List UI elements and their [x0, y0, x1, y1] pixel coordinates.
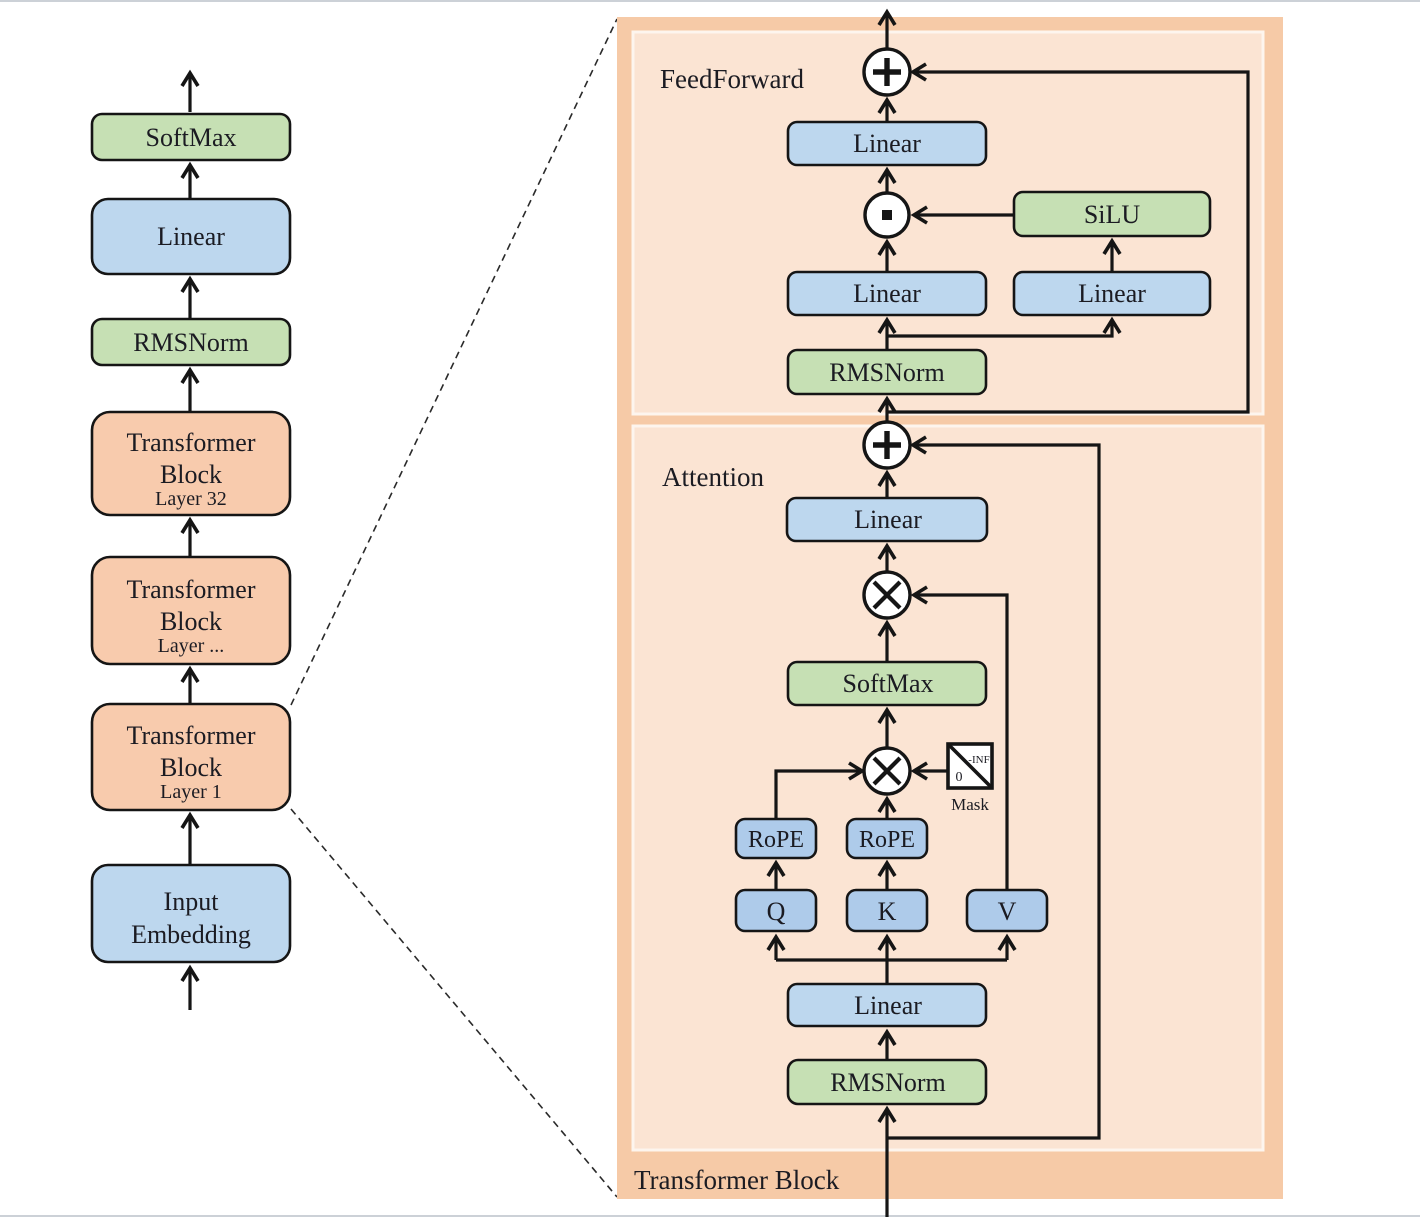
mask-label: Mask	[951, 795, 989, 814]
mask-neg-inf-label: -INF	[968, 754, 989, 766]
transformer-block-layer1: Transformer Block Layer 1	[90, 702, 292, 812]
softmax-label: SoftMax	[146, 123, 237, 152]
svg-text:Transformer: Transformer	[126, 721, 255, 750]
svg-text:Block: Block	[160, 753, 222, 782]
svg-text:Linear: Linear	[854, 505, 922, 534]
q-box: Q	[734, 888, 818, 933]
svg-text:V: V	[998, 897, 1017, 926]
elementwise-product-icon	[863, 191, 911, 239]
linear-label: Linear	[157, 222, 225, 251]
svg-text:RMSNorm: RMSNorm	[830, 1068, 946, 1097]
svg-text:Linear: Linear	[854, 991, 922, 1020]
matmul-icon	[862, 746, 912, 796]
ff-branch-wire	[887, 316, 1122, 338]
rope-q-box: RoPE	[734, 817, 818, 860]
attn-residual-wire	[887, 435, 1101, 1140]
svg-text:Linear: Linear	[853, 129, 921, 158]
ff-residual-wire	[887, 62, 1250, 414]
add-icon	[862, 47, 912, 97]
k-box: K	[845, 888, 929, 933]
panel-title: Transformer Block	[634, 1165, 840, 1195]
ff-linear-left-box: Linear	[786, 270, 988, 317]
ff-linear-right-box: Linear	[1012, 270, 1212, 317]
ff-linear-out-box: Linear	[786, 120, 988, 167]
mask-zero-label: 0	[956, 770, 963, 785]
svg-text:Transformer: Transformer	[126, 575, 255, 604]
layer-dots-label: Layer ...	[158, 635, 225, 657]
rmsnorm-label: RMSNorm	[133, 328, 249, 357]
svg-text:RoPE: RoPE	[748, 827, 804, 853]
matmul-icon	[862, 570, 912, 620]
svg-text:Q: Q	[767, 897, 786, 926]
layer1-label: Layer 1	[160, 781, 222, 803]
model-stack: SoftMax Linear RMSNorm Transformer Block…	[90, 69, 292, 1010]
rope-q-wire	[774, 761, 866, 819]
svg-text:K: K	[878, 897, 897, 926]
v-box: V	[965, 888, 1049, 933]
attention-label: Attention	[662, 462, 764, 492]
layer32-label: Layer 32	[155, 488, 227, 510]
qkv-fanout-wires	[766, 933, 1017, 984]
attn-linear-in-box: Linear	[786, 982, 988, 1028]
rmsnorm-box: RMSNorm	[90, 317, 292, 367]
svg-text:Block: Block	[160, 607, 222, 636]
silu-box: SiLU	[1012, 190, 1212, 238]
zoom-guide-lines	[290, 18, 618, 1198]
svg-text:RMSNorm: RMSNorm	[829, 358, 945, 387]
svg-text:Linear: Linear	[1078, 279, 1146, 308]
transformer-block-layer32: Transformer Block Layer 32	[90, 410, 292, 517]
transformer-block-panel: Transformer Block FeedForward Linear	[617, 8, 1283, 1217]
v-path-wire	[910, 585, 1009, 890]
linear-box: Linear	[90, 197, 292, 276]
ff-rmsnorm-box: RMSNorm	[786, 348, 988, 396]
svg-text:Transformer: Transformer	[126, 428, 255, 457]
attention-section: Attention Linear	[662, 420, 1101, 1217]
svg-text:RoPE: RoPE	[859, 827, 915, 853]
svg-text:Block: Block	[160, 460, 222, 489]
causal-mask-icon: -INF 0	[946, 742, 994, 790]
svg-text:SoftMax: SoftMax	[843, 669, 934, 698]
transformer-block-layer-dots: Transformer Block Layer ...	[90, 555, 292, 666]
input-embedding-box: Input Embedding	[90, 863, 292, 964]
add-icon	[862, 420, 912, 470]
attn-softmax-box: SoftMax	[786, 660, 988, 707]
attn-linear-out-box: Linear	[785, 496, 989, 543]
feedforward-section: FeedForward Linear	[660, 8, 1250, 422]
feedforward-label: FeedForward	[660, 64, 804, 94]
attn-rmsnorm-box: RMSNorm	[786, 1058, 988, 1106]
softmax-box: SoftMax	[90, 112, 292, 162]
svg-text:SiLU: SiLU	[1084, 200, 1141, 229]
rope-k-box: RoPE	[845, 817, 929, 860]
svg-text:Input: Input	[164, 887, 220, 916]
svg-text:Linear: Linear	[853, 279, 921, 308]
svg-text:Embedding: Embedding	[131, 920, 251, 949]
